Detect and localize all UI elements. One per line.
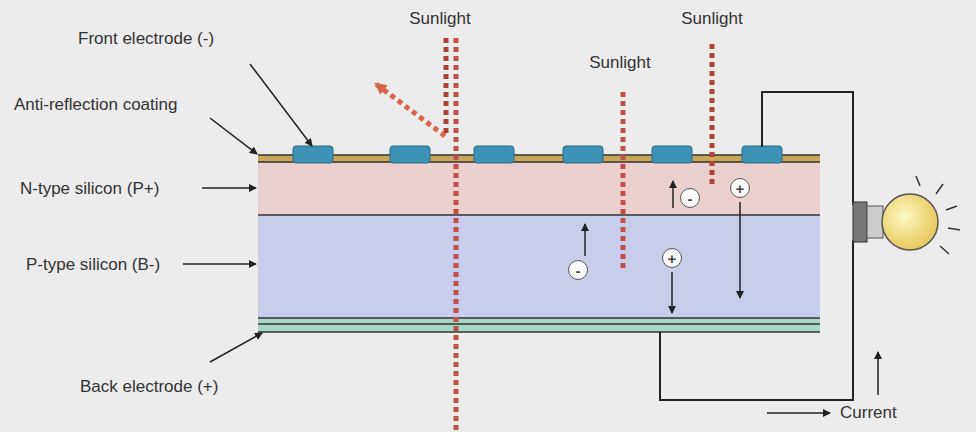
sunlight-rays [376, 38, 712, 432]
light-label: Sunlight [409, 10, 470, 29]
hole-symbol: + [730, 178, 750, 198]
part-label: Anti-reflection coating [14, 96, 177, 115]
part-label: Front electrode (-) [78, 30, 214, 49]
electron-symbol: - [568, 260, 588, 280]
back-electrode [258, 318, 820, 332]
part-label: N-type silicon (P+) [20, 180, 159, 199]
part-label: Back electrode (+) [80, 378, 218, 397]
p-layer [258, 215, 820, 318]
light-label: Sunlight [589, 54, 650, 73]
carrier-sign: + [668, 251, 677, 266]
front-electrode-fingers [293, 146, 782, 163]
ar-coating [258, 155, 820, 162]
carrier-sign: - [688, 191, 693, 206]
electron-symbol: - [680, 188, 700, 208]
circuit-wire [660, 92, 853, 400]
current-label: Current [840, 404, 897, 423]
light-bulb [853, 176, 960, 254]
light-label: Sunlight [681, 10, 742, 29]
carrier-sign: - [576, 263, 581, 278]
hole-symbol: + [662, 248, 682, 268]
n-layer [258, 162, 820, 215]
carrier-sign: + [736, 181, 745, 196]
part-label: P-type silicon (B-) [26, 256, 160, 275]
